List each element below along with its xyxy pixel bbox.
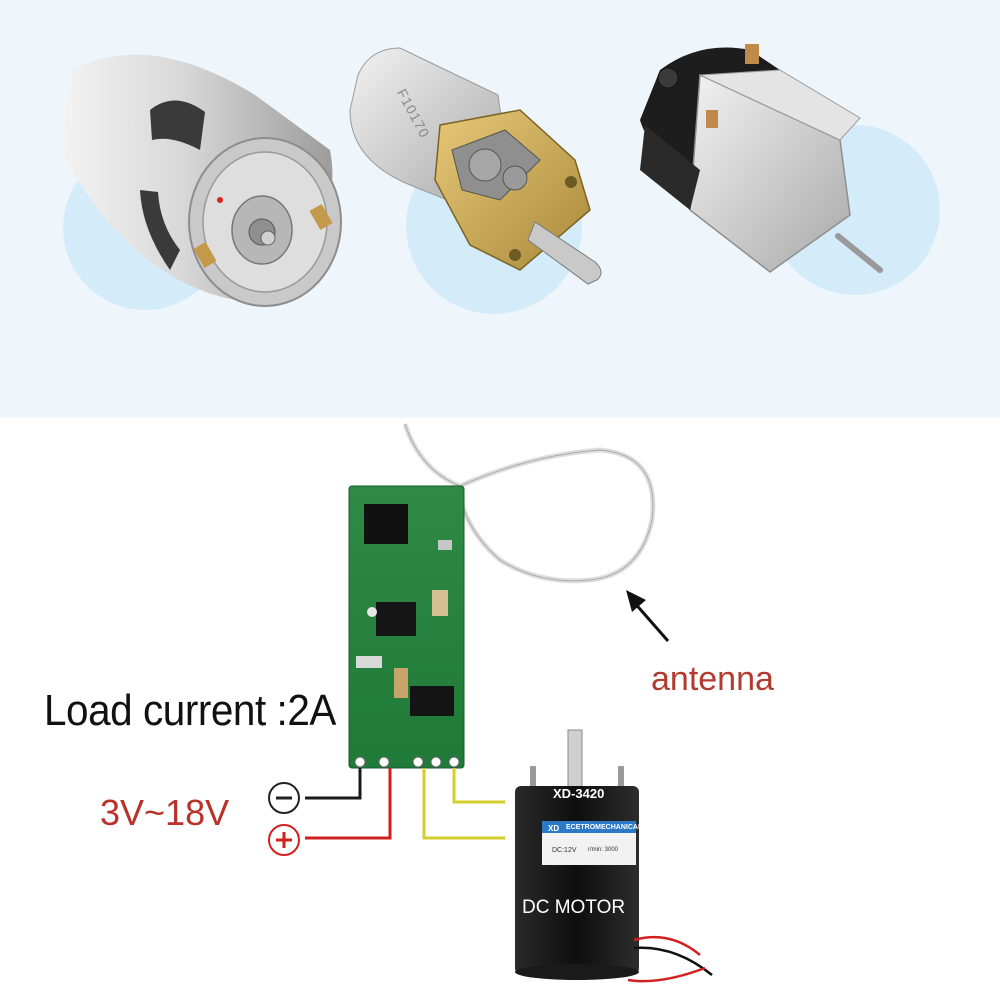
motor-rpm-spec: r/min: 3000 [588, 847, 619, 853]
dc-motor-image [515, 729, 713, 983]
motor-lead-red [633, 935, 701, 956]
motor-wire [422, 768, 505, 840]
load-current-label: Load current :2A [44, 686, 336, 735]
regulator-chip [376, 602, 416, 636]
antenna-arrow [626, 590, 670, 642]
pin-headers [354, 756, 460, 768]
output-shaft [527, 221, 602, 285]
dc-motor-label: DC MOTOR [522, 897, 626, 918]
terminal-tab [706, 110, 718, 128]
terminal-tab [745, 44, 759, 64]
motor-label-sticker [542, 833, 636, 865]
vent-slot [150, 100, 205, 150]
receiver-module [348, 423, 656, 769]
motor-brand-label: XD [548, 824, 560, 833]
motor-voltage-spec: DC:12V [552, 847, 577, 854]
shaft [835, 233, 883, 273]
ic-chip [364, 504, 408, 544]
positive-wire [305, 768, 392, 840]
plus-symbol [268, 824, 300, 856]
negative-wire [305, 768, 362, 800]
motor-subtitle-label: ECETROMECHANICAL [566, 824, 643, 831]
minus-symbol [268, 782, 300, 814]
motor-body [515, 786, 639, 974]
voltage-range-label: 3V~18V [100, 792, 230, 833]
geared-micro-motor-image [349, 47, 602, 314]
motor-model-label: XD-3420 [553, 786, 605, 801]
motor-wire [452, 768, 505, 804]
wiring [305, 768, 505, 840]
motor-label-band [542, 821, 636, 833]
terminal-tab [309, 203, 333, 231]
small-flat-dc-motor-image [640, 44, 940, 295]
wiring-diagram-panel [0, 418, 1000, 1000]
motor-shaft [567, 729, 583, 791]
vent-slot [140, 190, 180, 270]
large-dc-motor-image [60, 54, 342, 310]
terminal-tab [193, 241, 217, 269]
antenna-label: antenna [651, 660, 774, 698]
ic-chip [410, 686, 454, 716]
shaft [260, 230, 276, 246]
